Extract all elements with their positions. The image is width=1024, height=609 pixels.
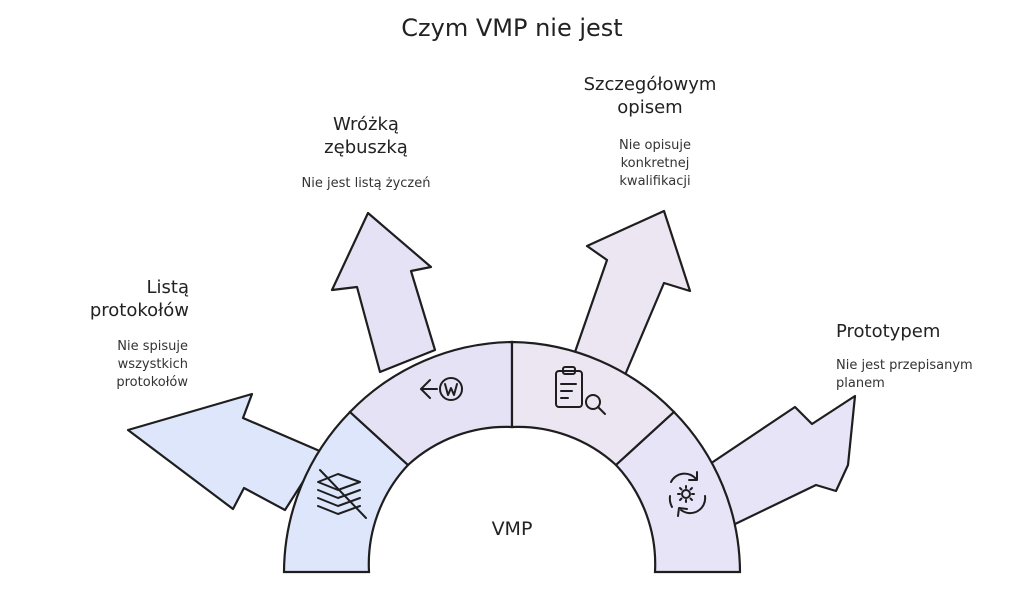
- item-2-description: Nie jest listą życzeń: [301, 176, 431, 191]
- magic-wand-icon: [420, 377, 463, 401]
- item-4-title: Prototypem: [836, 321, 941, 342]
- clipboard-search-icon: [555, 366, 606, 415]
- page-title: Czym VMP nie jest: [401, 14, 623, 42]
- arrow-2: [330, 211, 437, 374]
- arrow-3: [573, 209, 692, 377]
- center-label: VMP: [491, 518, 533, 540]
- arrow-1: [126, 392, 324, 512]
- gear-cycle-icon: [668, 471, 707, 517]
- arc-segment-4: [614, 410, 742, 574]
- crossed-stack-icon: [317, 469, 367, 519]
